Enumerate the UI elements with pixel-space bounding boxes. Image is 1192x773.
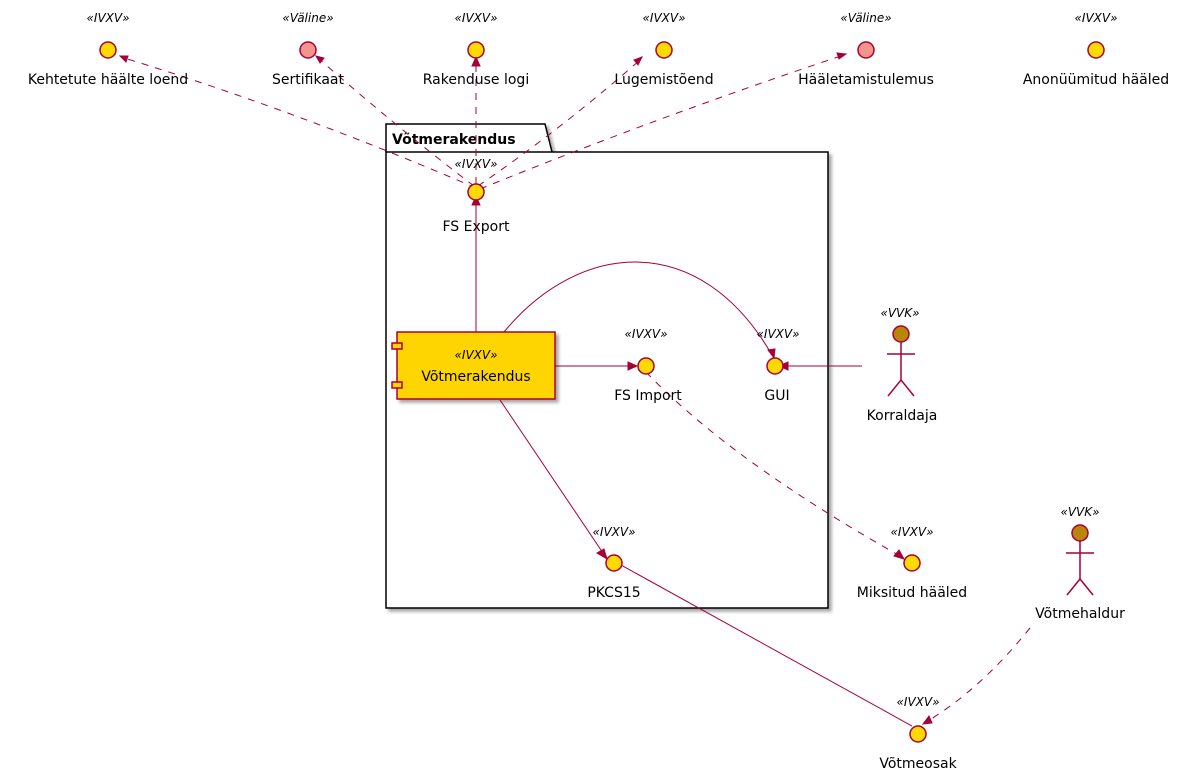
component-port-icon (391, 342, 403, 350)
interface-lollipop-icon (857, 41, 875, 59)
interface-anonuumitud-haaled: «IVXV» Anonüümitud hääled (1023, 11, 1169, 88)
edge-arrowhead (314, 55, 325, 64)
actor-label: Korraldaja (867, 408, 938, 424)
component-box (396, 331, 556, 400)
interface-rakenduse-logi: «IVXV» Rakenduse logi (423, 11, 529, 88)
interface-label: GUI (764, 388, 789, 404)
interface-lollipop-icon (467, 41, 485, 59)
stereotype-label: «IVXV» (757, 327, 800, 341)
edge-fsimport-miksitud (645, 371, 901, 557)
interface-label: Sertifikaat (272, 72, 344, 88)
interface-lollipop-icon (655, 41, 673, 59)
interface-label: Anonüümitud hääled (1023, 72, 1169, 88)
edge-arrowhead (471, 55, 481, 67)
stereotype-label: «IVXV» (891, 525, 934, 539)
interface-label: Kehtetute häälte loend (28, 72, 188, 88)
interface-lollipop-icon (99, 41, 117, 59)
interface-haaletamistulemus: «Väline» Hääletamistulemus (798, 11, 934, 88)
edge-arrowhead (767, 348, 776, 360)
edge-component-gui (503, 261, 773, 356)
interface-kehtetute-haalte-loend: «IVXV» Kehtetute häälte loend (28, 11, 188, 88)
component-port-icon (391, 381, 403, 389)
interface-lollipop-icon (299, 41, 317, 59)
interface-lollipop-icon (605, 554, 623, 572)
component-votmerakendus: «IVXV» Võtmerakendus (391, 331, 556, 400)
package-tab (385, 123, 553, 153)
interface-label: PKCS15 (587, 585, 640, 601)
interface-label: Hääletamistulemus (798, 72, 934, 88)
stereotype-label: «IVXV» (1075, 11, 1118, 25)
edge-arrowhead (921, 715, 933, 725)
interface-lollipop-icon (766, 357, 784, 375)
interface-lollipop-icon (903, 554, 921, 572)
edge-arrowhead (596, 548, 608, 561)
interface-lollipop-icon (909, 725, 927, 743)
interface-label: FS Export (443, 219, 510, 235)
interface-sertifikaat: «Väline» Sertifikaat (272, 11, 344, 88)
stereotype-label: «Väline» (282, 11, 333, 25)
interface-label: Võtmeosak (879, 756, 957, 772)
interface-gui: «IVXV» GUI (757, 327, 800, 404)
interface-lollipop-icon (467, 183, 485, 201)
interface-votmeosak: «IVXV» Võtmeosak (879, 695, 957, 772)
stereotype-label: «IVXV» (897, 695, 940, 709)
interface-label: Lugemistõend (614, 72, 713, 88)
edge-arrowhead (893, 549, 906, 560)
edges (118, 52, 1031, 727)
edge-pkcs15-votmeosak (620, 564, 913, 727)
edge-arrowhead (627, 361, 639, 371)
interface-fs-export: «IVXV» FS Export (443, 157, 510, 235)
edge-fsexport-lugemis (477, 59, 641, 187)
stereotype-label: «VVK» (1060, 505, 1099, 519)
interface-label: FS Import (614, 388, 682, 404)
stereotype-label: «IVXV» (87, 11, 130, 25)
interface-miksitud-haaled: «IVXV» Miksitud hääled (857, 525, 967, 601)
actor-votmehaldur: «VVK» Võtmehaldur (1035, 505, 1125, 622)
interface-fs-import: «IVXV» FS Import (614, 327, 682, 404)
stereotype-label: «IVXV» (455, 11, 498, 25)
package-title: Võtmerakendus (392, 132, 516, 148)
edge-arrowhead (118, 55, 129, 63)
edge-component-pkcs15 (499, 399, 606, 557)
interface-label: Rakenduse logi (423, 72, 529, 88)
interface-lollipop-icon (1087, 41, 1105, 59)
stereotype-label: «VVK» (880, 306, 919, 320)
stereotype-label: «IVXV» (455, 348, 498, 362)
actor-stick-figure-icon (887, 325, 915, 397)
edge-arrowhead (836, 52, 848, 60)
actor-korraldaja: «VVK» Korraldaja (867, 306, 938, 424)
stereotype-label: «IVXV» (625, 327, 668, 341)
interface-lollipop-icon (637, 357, 655, 375)
edge-fsexport-tulemus (479, 54, 845, 190)
edge-fsexport-kehtetute (120, 56, 477, 189)
actor-stick-figure-icon (1066, 524, 1094, 596)
edge-arrowhead (633, 56, 644, 66)
edge-votmehaldur-votmeosak (925, 627, 1031, 723)
interface-pkcs15: «IVXV» PKCS15 (587, 525, 640, 601)
actor-label: Võtmehaldur (1035, 606, 1125, 622)
interface-lugemistoend: «IVXV» Lugemistõend (614, 11, 713, 88)
component-label: Võtmerakendus (421, 369, 530, 385)
stereotype-label: «Väline» (840, 11, 891, 25)
stereotype-label: «IVXV» (455, 157, 498, 171)
interface-label: Miksitud hääled (857, 585, 967, 601)
stereotype-label: «IVXV» (643, 11, 686, 25)
stereotype-label: «IVXV» (593, 525, 636, 539)
